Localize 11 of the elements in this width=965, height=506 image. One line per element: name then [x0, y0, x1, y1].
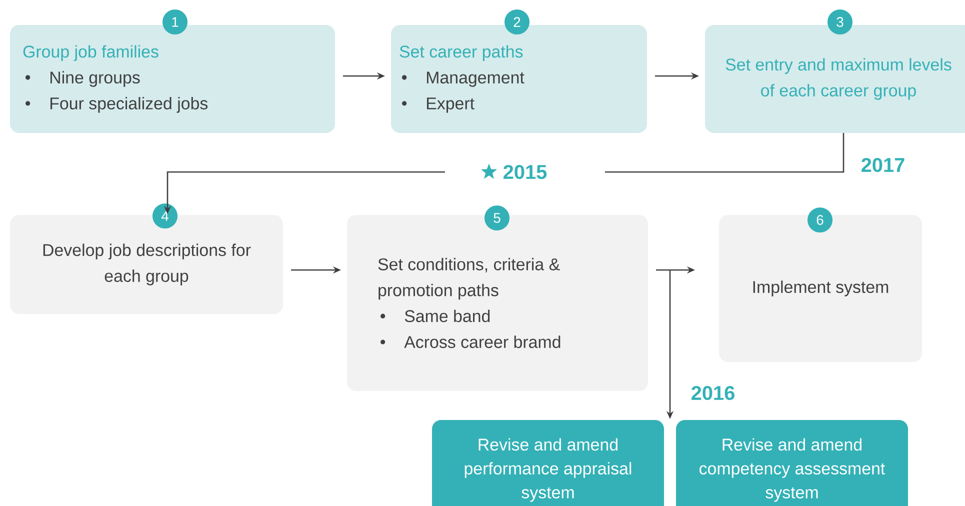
step-number: 4 — [152, 204, 178, 228]
year-label: 2016 — [692, 386, 734, 400]
step-number: 3 — [828, 10, 852, 34]
step-box: Revise and amend performance appraisal system — [432, 420, 664, 506]
edge-label: 2015 — [504, 164, 547, 180]
year-label: 2017 — [862, 158, 904, 172]
step-number: 6 — [808, 208, 832, 232]
step-number: 1 — [162, 10, 188, 34]
step-box: Revise and amend competency assessment system — [676, 420, 908, 506]
step-number: 5 — [484, 206, 510, 230]
step-number: 2 — [504, 10, 530, 34]
